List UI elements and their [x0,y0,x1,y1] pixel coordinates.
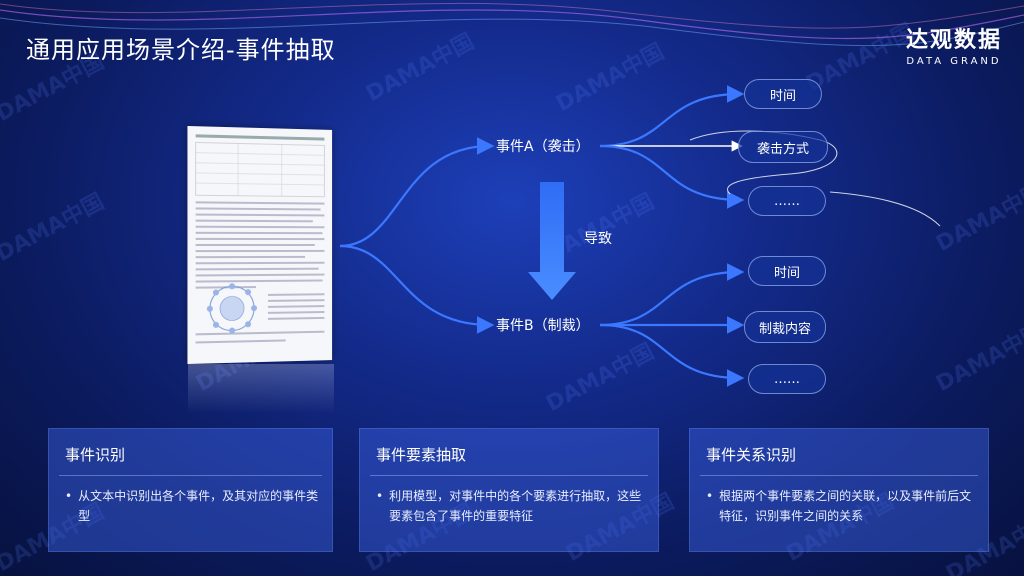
card-body: • 利用模型，对事件中的各个要素进行抽取，这些要素包含了事件的重要特征 [376,486,646,526]
event-b-element-more: …… [748,364,826,394]
card-element-extraction: 事件要素抽取 • 利用模型，对事件中的各个要素进行抽取，这些要素包含了事件的重要… [359,428,659,552]
card-body: • 从文本中识别出各个事件，及其对应的事件类型 [65,486,320,526]
event-a-element-method: 袭击方式 [738,131,828,163]
card-text: 从文本中识别出各个事件，及其对应的事件类型 [78,489,319,523]
card-divider [370,475,648,476]
event-a-label: 事件A（袭击） [496,139,590,155]
card-title: 事件要素抽取 [376,446,467,464]
card-event-recognition: 事件识别 • 从文本中识别出各个事件，及其对应的事件类型 [48,428,333,552]
card-title: 事件关系识别 [706,446,797,464]
watermark: DAMA中国 [0,189,109,267]
watermark: DAMA中国 [542,189,659,267]
card-title: 事件识别 [65,446,126,464]
bullet-icon: • [376,489,384,503]
document-image [187,125,333,365]
watermark: DAMA中国 [932,179,1024,257]
event-a-element-more: …… [748,186,826,216]
card-body: • 根据两个事件要素之间的关联，以及事件前后文特征，识别事件之间的关系 [706,486,976,526]
logo-text-en: DATA GRAND [906,56,1002,67]
watermark: DAMA中国 [542,339,659,417]
event-a-element-time: 时间 [744,79,822,109]
card-text: 根据两个事件要素之间的关联，以及事件前后文特征，识别事件之间的关系 [719,489,972,523]
card-divider [700,475,978,476]
event-b-label: 事件B（制裁） [496,318,590,334]
relation-label: 导致 [584,231,612,247]
watermark: DAMA中国 [932,319,1024,397]
event-b-element-content: 制裁内容 [744,311,826,343]
document-reflection [188,364,334,414]
logo: 达观数据 DATA GRAND [906,22,1002,67]
bullet-icon: • [65,489,73,503]
event-b-element-time: 时间 [748,256,826,286]
logo-text-cn: 达观数据 [905,28,1002,53]
document-illustration [187,134,332,344]
card-relation-recognition: 事件关系识别 • 根据两个事件要素之间的关联，以及事件前后文特征，识别事件之间的… [689,428,989,552]
card-divider [59,475,322,476]
wave-decoration [0,2,1024,47]
page-title: 通用应用场景介绍-事件抽取 [26,36,336,64]
card-text: 利用模型，对事件中的各个要素进行抽取，这些要素包含了事件的重要特征 [389,489,642,523]
bullet-icon: • [706,489,714,503]
